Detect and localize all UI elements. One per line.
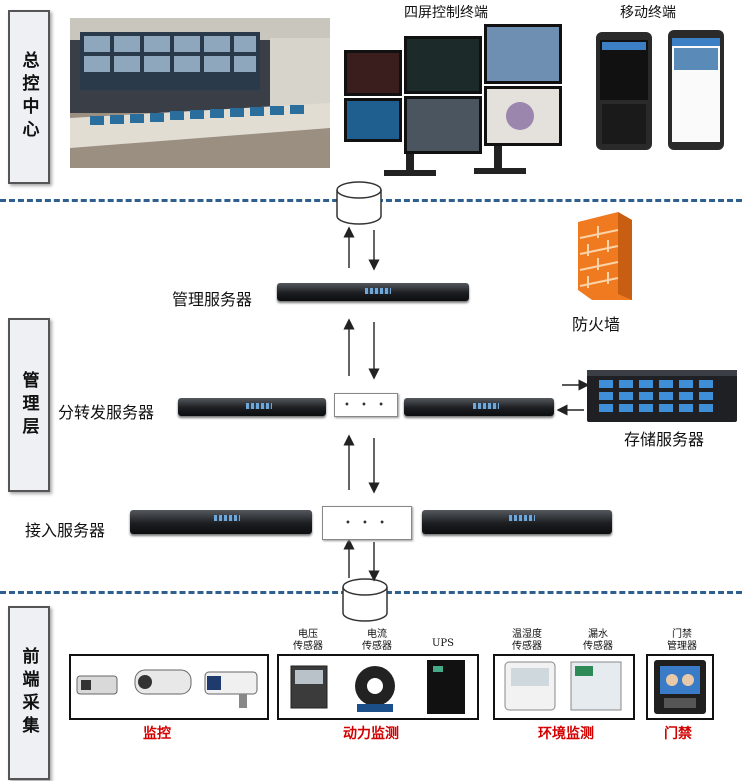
storage-server-label: 存储服务器 [624, 430, 705, 449]
access-switch: • • • [322, 506, 412, 540]
database-top-icon [335, 180, 383, 228]
monitoring-group-label: 监控 [143, 726, 171, 742]
forward-switch: • • • [334, 393, 398, 417]
quad-screen-terminal-label: 四屏控制终端 [404, 5, 488, 21]
forward-server-label: 分转发服务器 [58, 403, 155, 422]
management-server-label: 管理服务器 [172, 290, 253, 309]
layer-label-control-center: 总控中心 [8, 10, 50, 184]
access-server-device-left [130, 510, 312, 534]
control-room-image [70, 18, 330, 168]
power-group-label: 动力监测 [343, 726, 399, 742]
access-control-group-label: 门禁 [664, 726, 692, 742]
temp-humidity-sensor-label: 温湿度 传感器 [512, 629, 542, 652]
monitoring-group-box [69, 654, 269, 720]
layer-label-front-end: 前端采集 [8, 606, 50, 780]
water-leak-sensor-label: 漏水 传感器 [583, 629, 613, 652]
access-control-group-box [646, 654, 714, 720]
layer-label-management: 管理层 [8, 318, 50, 492]
mobile-terminal-label: 移动终端 [620, 5, 676, 21]
quad-screen-terminal-image [344, 22, 564, 182]
forward-server-device-right [404, 398, 554, 416]
access-server-label: 接入服务器 [25, 521, 106, 540]
firewall-label: 防火墙 [572, 315, 621, 334]
mobile-terminal-image [596, 30, 726, 152]
forward-server-device-left [178, 398, 326, 416]
access-controller-label: 门禁 管理器 [667, 629, 697, 652]
access-server-device-right [422, 510, 612, 534]
voltage-sensor-label: 电压 传感器 [293, 629, 323, 652]
ups-label: UPS [432, 638, 455, 649]
database-bottom-icon [341, 577, 389, 625]
management-server-device [277, 283, 469, 301]
storage-server-device [587, 370, 737, 422]
environment-group-box [493, 654, 635, 720]
power-group-box [277, 654, 479, 720]
current-sensor-label: 电流 传感器 [362, 629, 392, 652]
environment-group-label: 环境监测 [538, 726, 594, 742]
firewall-icon [574, 210, 634, 302]
